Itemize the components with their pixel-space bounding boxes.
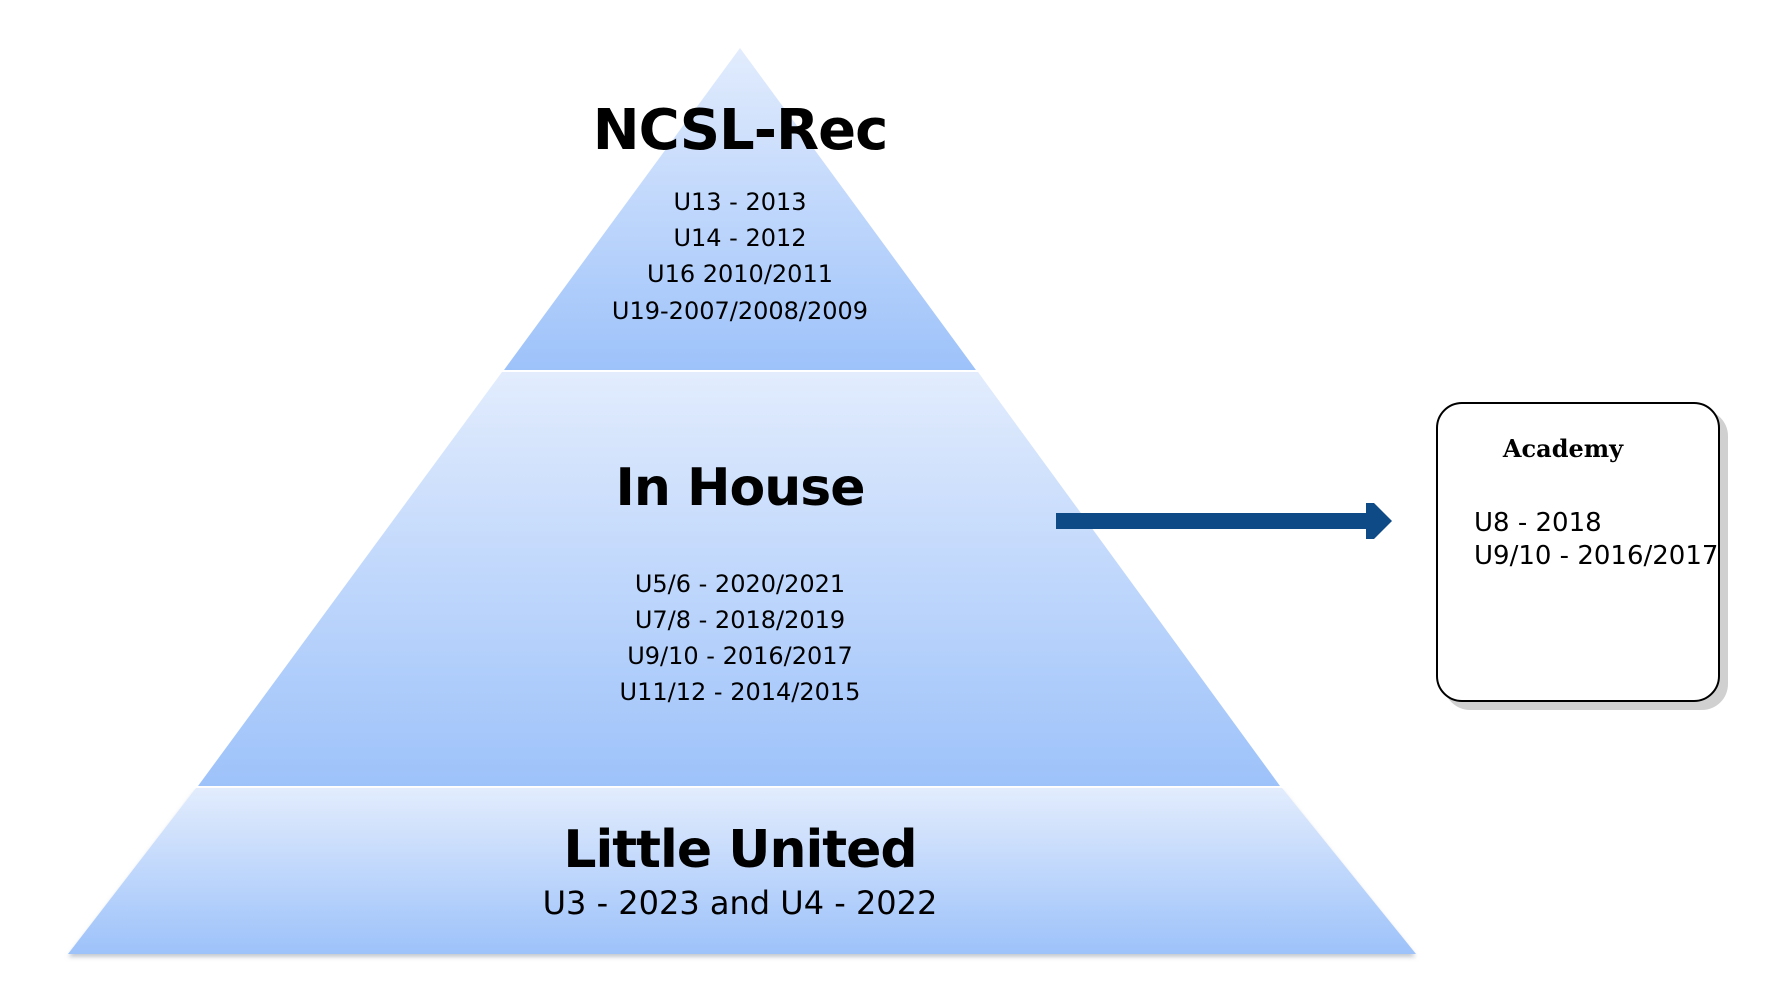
tier-line: U11/12 - 2014/2015 bbox=[619, 678, 861, 706]
tier-line: U9/10 - 2016/2017 bbox=[627, 642, 853, 670]
tier-line: U14 - 2012 bbox=[673, 224, 807, 252]
pyramid-tier-bottom bbox=[68, 788, 1416, 954]
tier-title-ncsl-rec: NCSL-Rec bbox=[592, 98, 889, 163]
tier-line: U16 2010/2011 bbox=[647, 260, 833, 288]
arrow-to-academy bbox=[1056, 503, 1392, 539]
arrow-head bbox=[1366, 503, 1392, 539]
pyramid-tier-top bbox=[504, 48, 976, 370]
tier-subtitle: U3 - 2023 and U4 - 2022 bbox=[542, 884, 938, 922]
academy-title: Academy bbox=[1502, 434, 1624, 463]
pyramid-tier-middle bbox=[198, 372, 1280, 786]
tier-line: U13 - 2013 bbox=[673, 188, 807, 216]
academy-line: U8 - 2018 bbox=[1474, 508, 1602, 538]
arrow-shaft bbox=[1056, 513, 1368, 529]
tier-line: U19-2007/2008/2009 bbox=[611, 297, 869, 325]
tier-title-in-house: In House bbox=[615, 458, 866, 518]
academy-box: Academy U8 - 2018 U9/10 - 2016/2017 bbox=[1436, 402, 1720, 702]
tier-line: U7/8 - 2018/2019 bbox=[634, 606, 846, 634]
tier-title-little-united: Little United bbox=[563, 820, 917, 880]
tier-line: U5/6 - 2020/2021 bbox=[634, 570, 846, 598]
academy-line: U9/10 - 2016/2017 bbox=[1474, 541, 1719, 571]
